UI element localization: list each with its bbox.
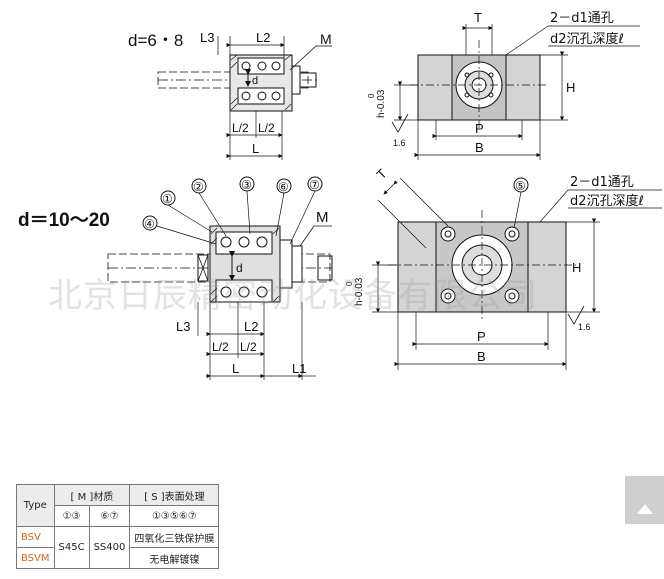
chevron-up-icon bbox=[636, 503, 653, 514]
small-plan-view: T 2－d1通孔 d2沉孔深度ℓ H h-0.03 0 1.6 P B bbox=[367, 10, 640, 160]
label-p-large: P bbox=[477, 329, 486, 344]
label-h-large: H bbox=[572, 260, 581, 275]
balloon-2: ② bbox=[193, 180, 204, 194]
label-d-small: d=6・8 bbox=[128, 31, 183, 50]
label-h-small: H bbox=[566, 80, 575, 95]
surface-header: [ S ]表面处理 bbox=[129, 484, 220, 506]
material-s45c: S45C bbox=[53, 526, 90, 569]
label-p-small: P bbox=[475, 121, 484, 136]
label-h-tol-upper-small: 0 bbox=[367, 93, 376, 98]
label-l2-large: L2 bbox=[244, 319, 258, 334]
surface-bsvm: 无电解镀镍 bbox=[129, 547, 220, 569]
label-t-large: T bbox=[374, 166, 390, 182]
spec-table: Type [ M ]材质 [ S ]表面处理 ①③ ⑥⑦ ①③⑤⑥⑦ BSV S… bbox=[16, 484, 220, 569]
label-h-tol-large: h-0.03 bbox=[354, 277, 365, 306]
hole-note-1-large: 2－d1通孔 bbox=[570, 175, 634, 190]
large-section-view: d＝10～20 d ① ② ③ ⑥ ⑦ ④ M L3 bbox=[18, 176, 333, 380]
material-sub-2: ⑥⑦ bbox=[88, 505, 131, 527]
label-l-half-b: L/2 bbox=[258, 121, 275, 135]
label-l1-large: L1 bbox=[292, 361, 306, 376]
label-t-small: T bbox=[474, 10, 482, 25]
hole-note-2-large: d2沉孔深度ℓ bbox=[570, 193, 644, 209]
label-l3-small: L3 bbox=[200, 30, 214, 45]
label-l-half-a: L/2 bbox=[232, 121, 249, 135]
label-d-large-arrow: d bbox=[236, 261, 243, 275]
balloon-4: ④ bbox=[144, 217, 155, 231]
hole-note-1-small: 2－d1通孔 bbox=[550, 11, 614, 26]
label-m-large: M bbox=[316, 209, 329, 226]
label-d-large: d＝10～20 bbox=[18, 210, 110, 231]
small-section-view: d=6・8 d L3 L2 M L/2 L bbox=[128, 30, 332, 160]
label-l-small: L bbox=[252, 141, 259, 156]
roughness-small: 1.6 bbox=[393, 138, 406, 148]
balloon-1: ① bbox=[162, 192, 173, 206]
label-l-half-c: L/2 bbox=[212, 340, 229, 354]
label-b-large: B bbox=[477, 349, 486, 364]
label-h-tol-upper-large: 0 bbox=[345, 281, 354, 286]
balloon-5: ⑤ bbox=[515, 179, 526, 193]
label-h-tol-small: h-0.03 bbox=[376, 89, 387, 118]
label-b-small: B bbox=[475, 140, 484, 155]
roughness-large: 1.6 bbox=[578, 322, 591, 332]
material-header: [ M ]材质 bbox=[53, 484, 131, 506]
label-l3-large: L3 bbox=[176, 319, 190, 334]
material-sub-1: ①③ bbox=[53, 505, 90, 527]
type-header: Type bbox=[16, 484, 55, 527]
balloon-3: ③ bbox=[241, 178, 252, 192]
label-m-small: M bbox=[320, 31, 332, 47]
surface-sub: ①③⑤⑥⑦ bbox=[129, 505, 220, 527]
label-l2-small: L2 bbox=[256, 30, 270, 45]
label-d: d bbox=[252, 75, 258, 87]
material-ss400: SS400 bbox=[88, 526, 131, 569]
balloon-7: ⑦ bbox=[309, 178, 320, 192]
scroll-to-top-button[interactable] bbox=[625, 476, 664, 524]
surface-bsv: 四氧化三铁保护膜 bbox=[129, 526, 220, 548]
large-plan-view: T ⑤ 2－d1通孔 d2沉孔深度ℓ H h-0.03 0 1.6 P B bbox=[345, 166, 662, 370]
label-l-half-d: L/2 bbox=[240, 340, 257, 354]
balloon-6: ⑥ bbox=[278, 180, 289, 194]
type-bsvm: BSVM bbox=[16, 547, 55, 569]
type-bsv: BSV bbox=[16, 526, 55, 548]
label-l-large: L bbox=[232, 361, 239, 376]
hole-note-2-small: d2沉孔深度ℓ bbox=[550, 31, 624, 47]
